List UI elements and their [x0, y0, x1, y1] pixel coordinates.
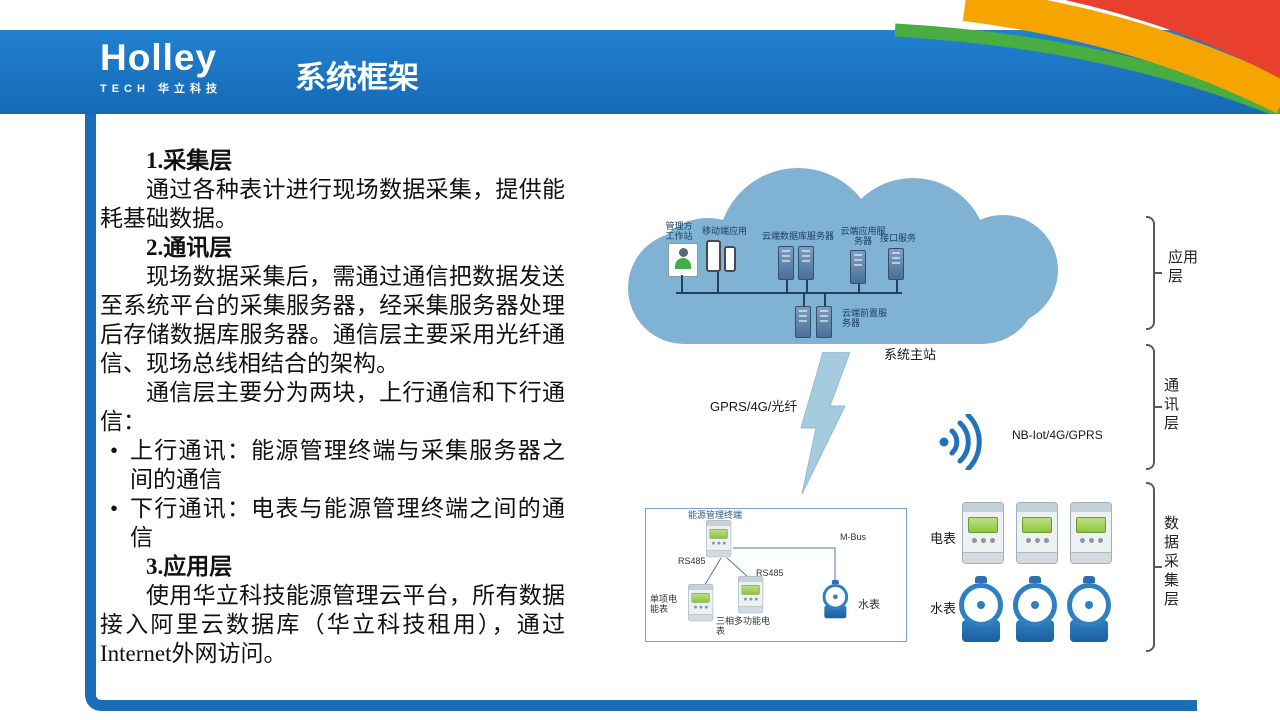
water-meter-icon-3 [1066, 576, 1112, 646]
water-meter-icon-1 [958, 576, 1004, 646]
workstation-icon [668, 243, 698, 277]
gprs-link-label: GPRS/4G/光纤 [710, 399, 798, 414]
bracket-collection-layer [1146, 482, 1162, 652]
logo-subtext: TECH 华立科技 [100, 83, 222, 95]
drop-line-interface [896, 280, 898, 292]
bracket-communication-layer [1146, 344, 1162, 470]
drop-line-db1 [786, 280, 788, 292]
collection-layer-label: 数据采集层 [1164, 515, 1180, 608]
orange-arc [962, 0, 1280, 114]
energy-terminal-label: 能源管理终端 [688, 510, 743, 520]
front-server-icon-1 [795, 306, 811, 338]
comm-bullet-list: 上行通讯：能源管理终端与采集服务器之间的通信 下行通讯：电表与能源管理终端之间的… [100, 436, 565, 552]
db-server-icon-2 [798, 246, 814, 280]
slide-frame-border [85, 113, 1197, 711]
main-station-label: 系统主站 [884, 347, 937, 362]
phone-icon [706, 240, 721, 272]
person-head-icon [678, 248, 688, 257]
corner-swoosh-art [894, 0, 1280, 114]
interface-service-label: 接口服务 [880, 233, 917, 243]
db-server-label: 云端数据库服务器 [762, 231, 835, 241]
water-meter-icon-2 [1012, 576, 1058, 646]
bullet-downlink: 下行通讯：电表与能源管理终端之间的通信 [100, 494, 565, 552]
green-arc [894, 23, 1280, 114]
page-title: 系统框架 [295, 60, 419, 95]
drop-line-front2 [824, 294, 826, 306]
electric-meter-icon-1 [962, 502, 1004, 564]
section2-paragraph1: 现场数据采集后，需通过通信把数据发送至系统平台的采集服务器，经采集服务器处理后存… [100, 264, 565, 376]
bracket-application-layer [1146, 216, 1162, 330]
terminal-connection-lines [702, 547, 836, 589]
single-phase-meter-icon [688, 584, 714, 622]
single-phase-meter-label: 单项电能表 [650, 594, 678, 614]
electric-meter-icon-3 [1070, 502, 1112, 564]
section3-heading: 3.应用层 [146, 554, 233, 579]
drop-line-front1 [803, 294, 805, 306]
section1-paragraph: 通过各种表计进行现场数据采集，提供能耗基础数据。 [100, 177, 565, 231]
app-server-label: 云端应用服务器 [840, 226, 886, 246]
drop-line-workstation [681, 275, 683, 292]
wireless-protocol-label: NB-Iot/4G/GPRS [1012, 428, 1103, 442]
lightning-bolt-icon [800, 352, 851, 494]
cloud-bus-line [676, 292, 902, 294]
electric-meter-group-label: 电表 [930, 531, 957, 546]
holley-logo: Holley TECH 华立科技 [100, 38, 222, 96]
communication-layer-label: 通讯层 [1164, 377, 1180, 432]
db-server-icon-1 [778, 246, 794, 280]
drop-line-db2 [806, 280, 808, 292]
wifi-icon [939, 414, 982, 470]
red-arc [1065, 0, 1280, 79]
mbus-label: M-Bus [840, 532, 867, 542]
drop-line-mobile [717, 272, 719, 292]
front-server-icon-2 [816, 306, 832, 338]
three-phase-meter-label: 三相多功能电表 [716, 616, 771, 636]
rs485-label-b: RS485 [756, 568, 784, 578]
terminal-water-meter-icon [822, 580, 849, 621]
app-server-icon [850, 250, 866, 284]
section2-heading: 2.通讯层 [146, 235, 233, 260]
phone-icon-small [724, 246, 736, 272]
front-server-label: 云端前置服务器 [842, 308, 888, 328]
water-meter-group-label: 水表 [930, 601, 957, 616]
bullet-uplink: 上行通讯：能源管理终端与采集服务器之间的通信 [100, 436, 565, 494]
terminal-water-label: 水表 [858, 599, 880, 611]
section2-paragraph2: 通信层主要分为两块，上行通信和下行通信： [100, 380, 565, 434]
mobile-app-label: 移动端应用 [702, 226, 748, 236]
cloud-bump-far-right [948, 215, 1058, 325]
drop-line-app [858, 284, 860, 292]
section3-paragraph: 使用华立科技能源管理云平台，所有数据接入阿里云数据库（华立科技租用），通过Int… [100, 583, 565, 666]
logo-wordmark: Holley [100, 37, 218, 78]
energy-terminal-icon [706, 520, 732, 558]
electric-meter-icon-2 [1016, 502, 1058, 564]
three-phase-meter-icon [738, 576, 764, 614]
section1-heading: 1.采集层 [146, 148, 233, 173]
body-text: 1.采集层 通过各种表计进行现场数据采集，提供能耗基础数据。 2.通讯层 现场数… [100, 146, 565, 668]
application-layer-label: 应用层 [1168, 249, 1199, 285]
rs485-label-a: RS485 [678, 556, 706, 566]
person-body-icon [675, 258, 691, 269]
interface-server-icon [888, 248, 904, 280]
workstation-label: 管理方工作站 [665, 221, 693, 241]
